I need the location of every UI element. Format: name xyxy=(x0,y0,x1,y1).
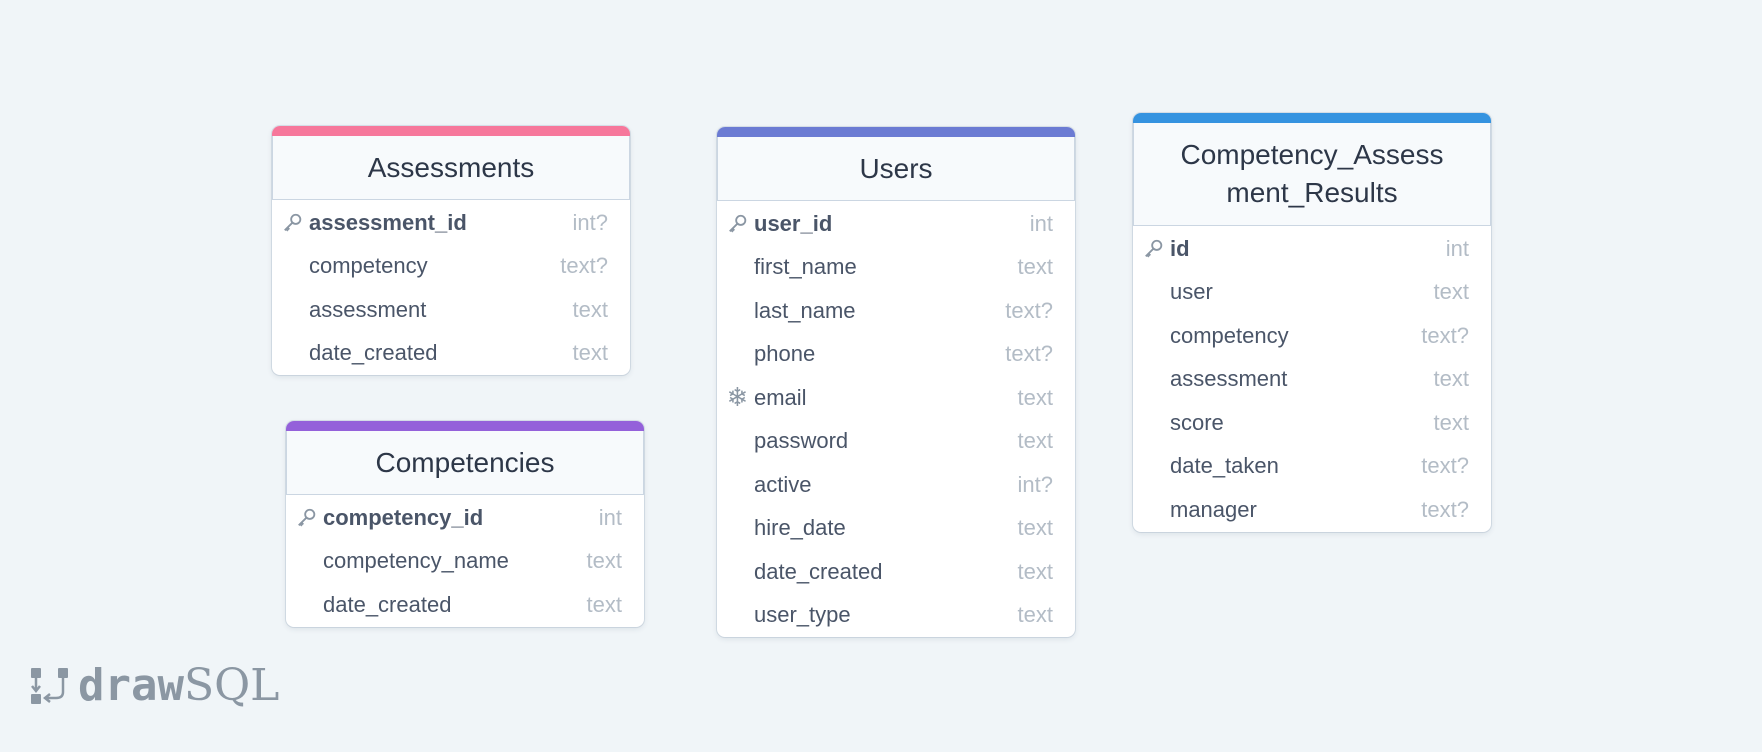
column-row[interactable]: competency text? xyxy=(1133,314,1491,358)
column-type: int xyxy=(598,504,622,530)
column-name: last_name xyxy=(754,297,856,323)
column-row[interactable]: ❄ email text xyxy=(717,376,1075,420)
column-row[interactable]: user_type text xyxy=(717,594,1075,638)
column-row[interactable]: assessment text xyxy=(1133,358,1491,402)
column-type: text xyxy=(1017,515,1053,541)
column-name: id xyxy=(1170,235,1190,261)
column-row[interactable]: id int xyxy=(1133,227,1491,271)
column-row[interactable]: manager text? xyxy=(1133,488,1491,532)
column-row[interactable]: active int? xyxy=(717,463,1075,507)
column-type: text xyxy=(1017,384,1053,410)
column-row[interactable]: password text xyxy=(717,420,1075,464)
drawsql-logo[interactable]: drawSQL xyxy=(30,664,279,708)
column-name: assessment xyxy=(309,296,427,322)
table-title[interactable]: Assessments xyxy=(272,136,630,200)
column-row[interactable]: competency_id int xyxy=(286,496,644,540)
column-name: assessment_id xyxy=(309,209,467,235)
column-row[interactable]: date_created text xyxy=(717,550,1075,594)
column-row[interactable]: date_created text xyxy=(272,332,630,376)
column-row[interactable]: last_name text? xyxy=(717,289,1075,333)
table-title-line: Competency_Assess xyxy=(1180,139,1444,170)
table-title[interactable]: Competencies xyxy=(286,431,644,495)
column-name: password xyxy=(754,428,849,454)
column-list: user_id int first_name text last_name te… xyxy=(717,201,1075,637)
column-type: text? xyxy=(1005,341,1053,367)
column-name: competency xyxy=(1170,322,1289,348)
column-name: user_id xyxy=(754,210,833,236)
column-type: text? xyxy=(1421,496,1469,522)
column-name: phone xyxy=(754,341,816,367)
column-row[interactable]: assessment text xyxy=(272,288,630,332)
column-row[interactable]: score text xyxy=(1133,401,1491,445)
column-type: text? xyxy=(1421,453,1469,479)
column-row[interactable]: competency_name text xyxy=(286,540,644,584)
table-title[interactable]: Competency_Assess ment_Results xyxy=(1133,123,1491,226)
table-title-line: ment_Results xyxy=(1226,177,1398,208)
column-row[interactable]: phone text? xyxy=(717,333,1075,377)
column-name: date_created xyxy=(754,558,883,584)
drawsql-logo-mark-icon xyxy=(31,668,68,704)
column-row[interactable]: date_taken text? xyxy=(1133,445,1491,489)
column-type: text xyxy=(1017,558,1053,584)
table-competencies[interactable]: Competencies competency_id int competenc… xyxy=(286,421,644,627)
column-row[interactable]: first_name text xyxy=(717,246,1075,290)
key-icon xyxy=(1133,238,1170,260)
column-row[interactable]: competency text? xyxy=(272,245,630,289)
column-row[interactable]: date_created text xyxy=(286,583,644,627)
column-name: date_created xyxy=(323,591,452,617)
table-color-bar xyxy=(1133,113,1491,123)
column-row[interactable]: user_id int xyxy=(717,202,1075,246)
column-name: assessment xyxy=(1170,366,1288,392)
key-icon xyxy=(272,212,309,234)
column-type: text xyxy=(1433,409,1469,435)
drawsql-logo-text: drawSQL xyxy=(78,660,280,711)
table-assessments[interactable]: Assessments assessment_id int? competenc… xyxy=(272,126,630,375)
table-color-bar xyxy=(717,127,1075,137)
column-name: competency_id xyxy=(323,504,484,530)
column-type: text xyxy=(586,591,622,617)
column-type: text xyxy=(1017,428,1053,454)
unique-snowflake-icon: ❄ xyxy=(726,382,749,413)
column-list: id int user text competency text? assess… xyxy=(1133,226,1491,532)
column-type: text xyxy=(1433,279,1469,305)
column-type: text xyxy=(1433,366,1469,392)
table-color-bar xyxy=(272,126,630,136)
column-type: text xyxy=(1017,602,1053,628)
column-type: int? xyxy=(572,209,608,235)
column-type: int xyxy=(1029,210,1053,236)
column-list: competency_id int competency_name text d… xyxy=(286,495,644,627)
table-users[interactable]: Users user_id int first_name text last_n… xyxy=(717,127,1075,637)
column-name: competency xyxy=(309,253,428,279)
column-name: hire_date xyxy=(754,515,846,541)
column-name: manager xyxy=(1170,496,1257,522)
column-type: text? xyxy=(1421,322,1469,348)
column-name: first_name xyxy=(754,254,857,280)
column-name: email xyxy=(754,384,807,410)
key-icon xyxy=(286,507,323,529)
column-row[interactable]: hire_date text xyxy=(717,507,1075,551)
column-type: text xyxy=(572,340,608,366)
table-competency-assessment-results[interactable]: Competency_Assess ment_Results id int us… xyxy=(1133,113,1491,532)
table-color-bar xyxy=(286,421,644,431)
key-icon xyxy=(717,213,754,235)
column-type: text? xyxy=(1005,297,1053,323)
column-name: user xyxy=(1170,279,1213,305)
column-row[interactable]: user text xyxy=(1133,271,1491,315)
column-type: int xyxy=(1445,235,1469,261)
column-name: date_taken xyxy=(1170,453,1279,479)
table-title[interactable]: Users xyxy=(717,137,1075,201)
column-name: user_type xyxy=(754,602,851,628)
column-name: score xyxy=(1170,409,1224,435)
column-name: date_created xyxy=(309,340,438,366)
column-type: text xyxy=(572,296,608,322)
column-type: int? xyxy=(1017,471,1053,497)
column-list: assessment_id int? competency text? asse… xyxy=(272,200,630,375)
column-name: active xyxy=(754,471,812,497)
column-row[interactable]: assessment_id int? xyxy=(272,201,630,245)
column-type: text xyxy=(1017,254,1053,280)
column-name: competency_name xyxy=(323,548,509,574)
column-type: text? xyxy=(560,253,608,279)
column-type: text xyxy=(586,548,622,574)
